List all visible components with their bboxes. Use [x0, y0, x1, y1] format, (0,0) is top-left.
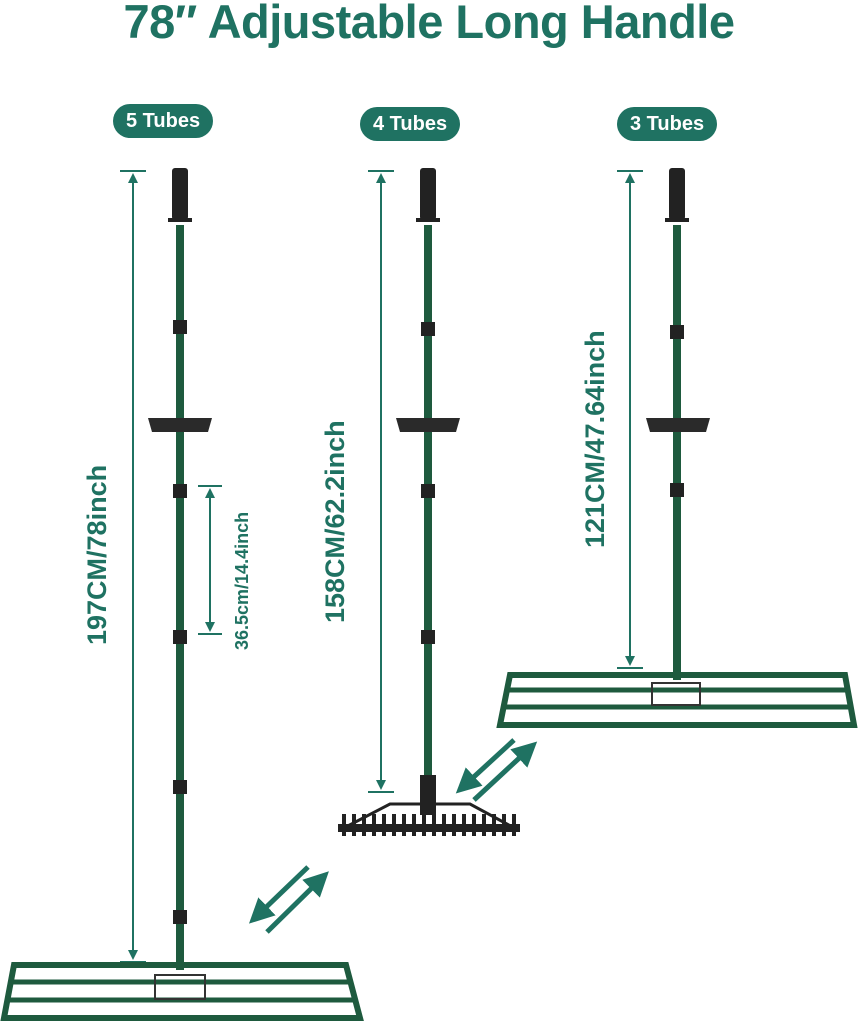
height-label-5-tubes: 197CM/78inch — [82, 464, 112, 645]
leveling-frame-5-tubes — [0, 962, 364, 1021]
swap-arrows-icon-1 — [248, 865, 329, 934]
height-label-3-tubes: 121CM/47.64inch — [580, 330, 610, 548]
rake-tine — [472, 814, 476, 836]
height-label-4-tubes: 158CM/62.2inch — [320, 420, 350, 623]
pole-5-tubes — [148, 168, 212, 970]
rake-tine — [502, 814, 506, 836]
rake-tine — [342, 814, 346, 836]
pole-3-tubes — [646, 168, 710, 680]
dimension-line-4-tubes — [368, 170, 394, 793]
tube-segment-label: 36.5cm/14.4inch — [232, 511, 252, 650]
rake-tine — [382, 814, 386, 836]
dimension-line-3-tubes — [617, 170, 643, 669]
rake-tine — [482, 814, 486, 836]
rake-tine — [432, 814, 436, 836]
page-title: 78″ Adjustable Long Handle — [123, 0, 735, 48]
rake-tine — [422, 814, 426, 836]
badge-4-tubes: 4 Tubes — [360, 107, 461, 141]
rake-tine — [352, 814, 356, 836]
rake-tine — [372, 814, 376, 836]
dimension-line-tube-segment — [198, 485, 222, 635]
badge-3-tubes: 3 Tubes — [617, 107, 718, 141]
rake-tine — [362, 814, 366, 836]
badge-5-tubes: 5 Tubes — [113, 104, 214, 138]
pole-4-tubes — [396, 168, 460, 815]
rake-tine — [402, 814, 406, 836]
rake-tine — [392, 814, 396, 836]
rake-tine — [492, 814, 496, 836]
rake-tine — [462, 814, 466, 836]
rake-head — [338, 802, 520, 836]
rake-tine — [452, 814, 456, 836]
swap-arrows-icon-2 — [455, 738, 538, 802]
rake-tine — [412, 814, 416, 836]
dimension-line-5-tubes — [120, 170, 146, 963]
rake-tine — [512, 814, 516, 836]
rake-tine — [442, 814, 446, 836]
leveling-frame-3-tubes — [496, 672, 858, 728]
